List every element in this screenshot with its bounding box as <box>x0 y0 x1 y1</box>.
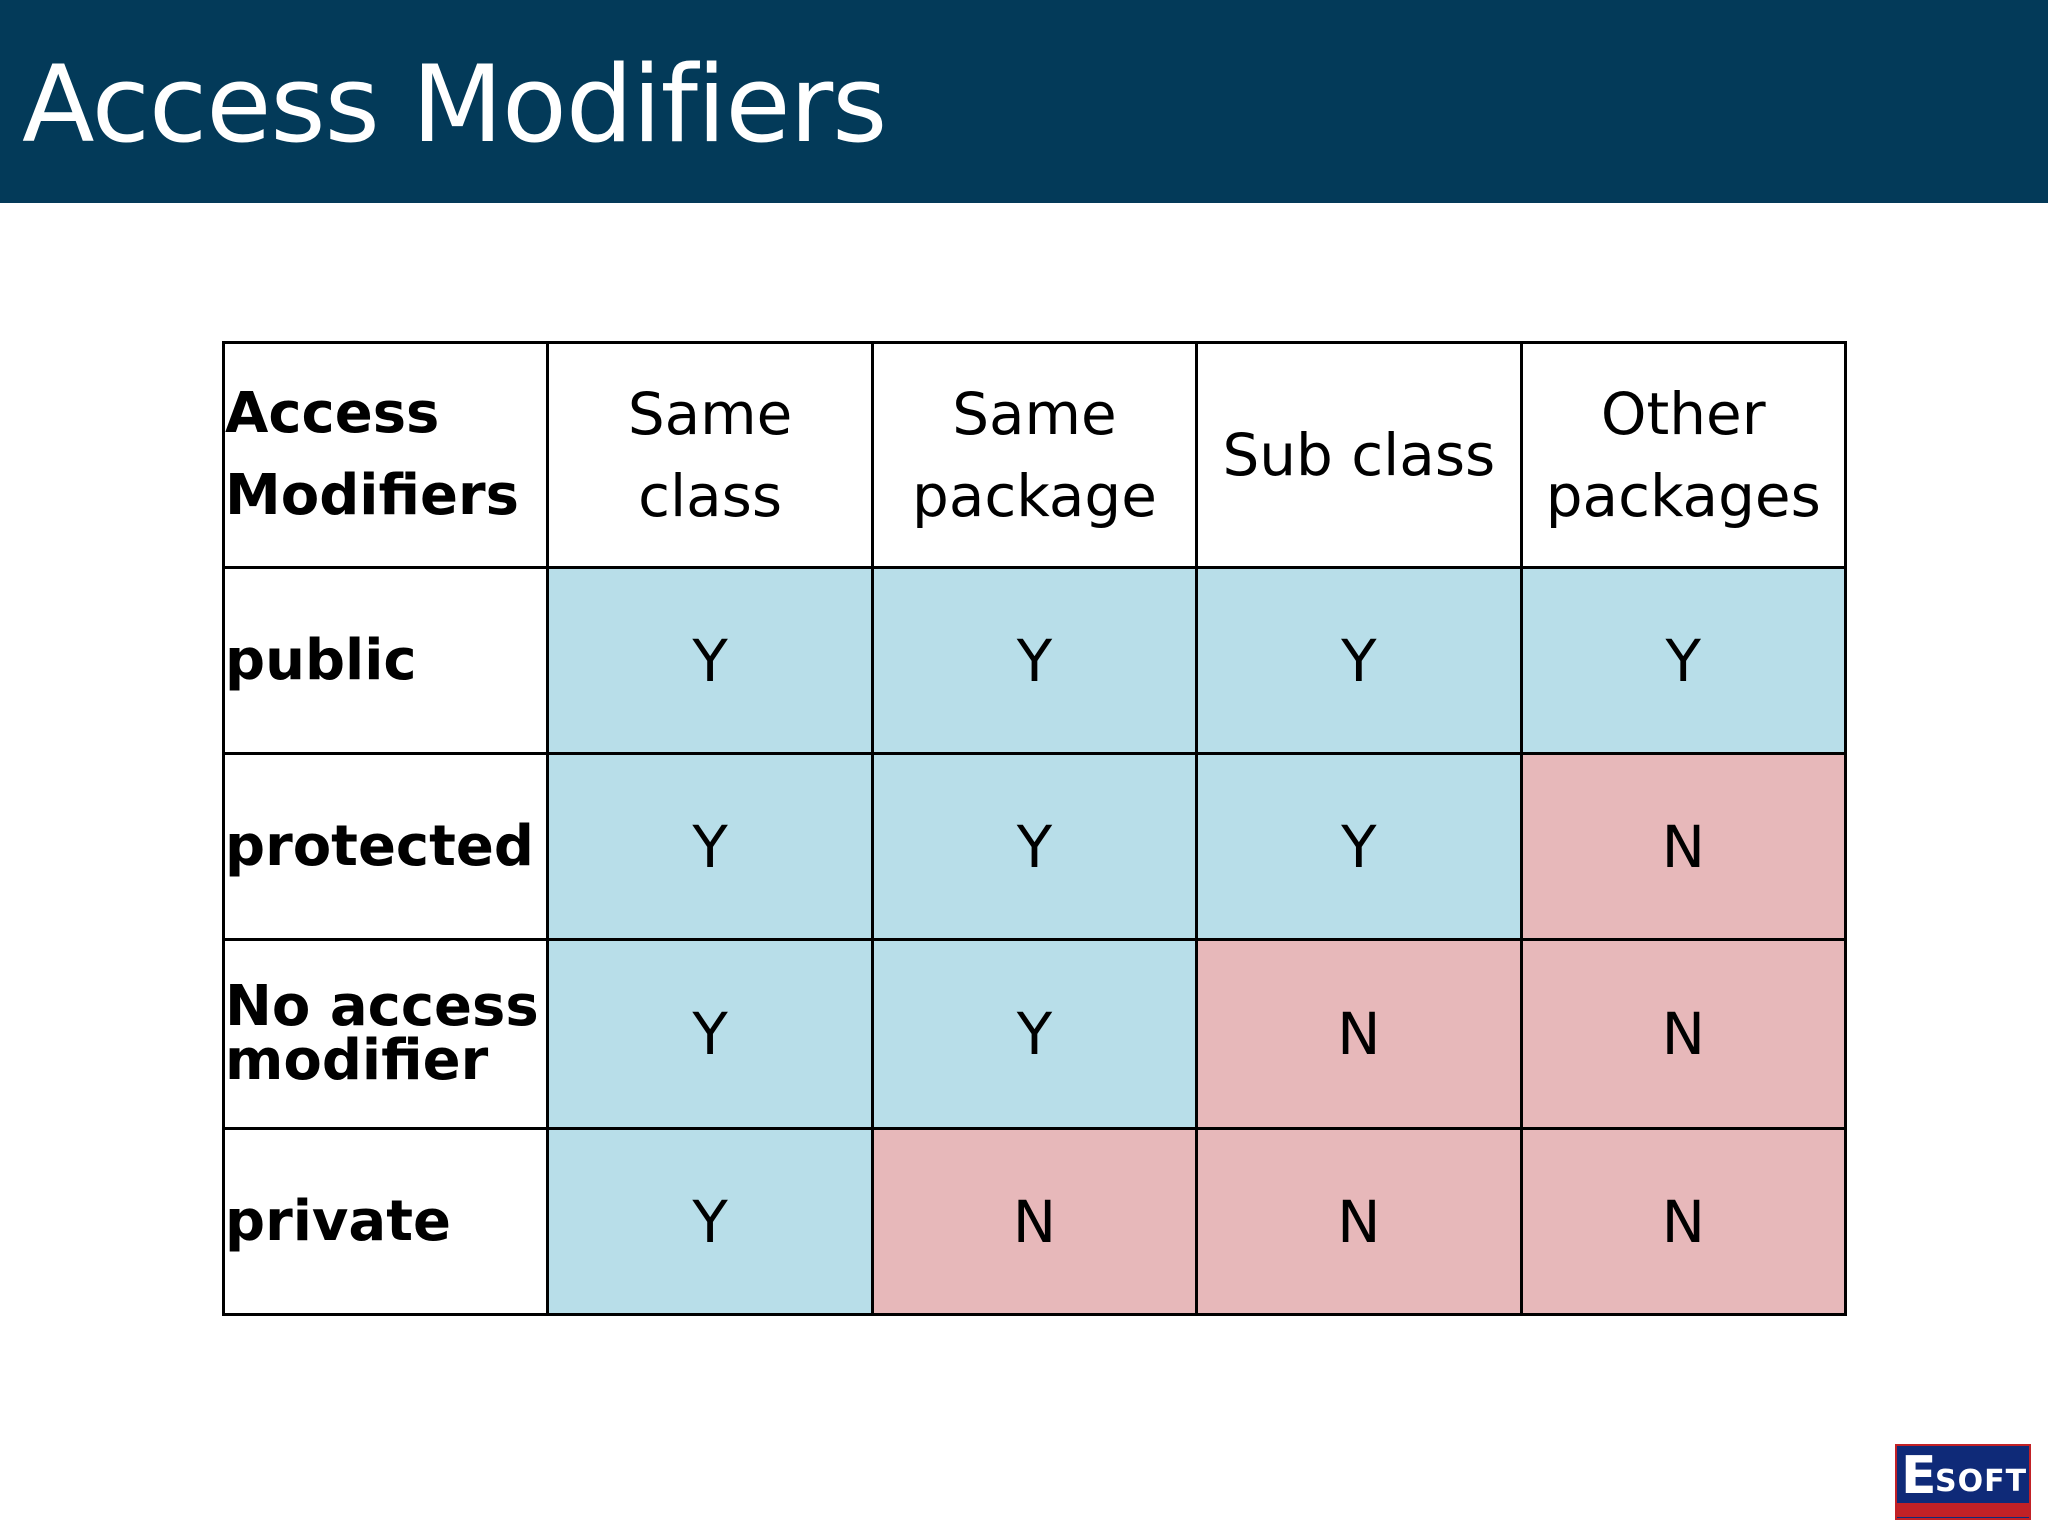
access-cell: N <box>1519 938 1847 1130</box>
esoft-logo: E SOFT <box>1895 1444 2031 1520</box>
table-row-protected: protected Y Y Y N <box>221 752 1847 941</box>
row-header-no-access-modifier: No access modifier <box>221 938 550 1130</box>
header-line: Access <box>225 381 440 446</box>
access-cell: Y <box>870 938 1199 1130</box>
column-header-same-class: Same class <box>546 341 874 569</box>
row-label: No access <box>225 974 539 1039</box>
access-cell: Y <box>546 566 874 755</box>
header-line: class <box>638 462 783 530</box>
row-header-protected: protected <box>221 752 550 941</box>
column-header-sub-class: Sub class <box>1195 341 1523 569</box>
logo-tagline-strip <box>1897 1503 2029 1517</box>
access-cell: Y <box>870 752 1199 941</box>
row-label: private <box>225 1188 451 1254</box>
access-cell: Y <box>1195 566 1523 755</box>
access-cell: Y <box>546 752 874 941</box>
access-cell: Y <box>546 1127 874 1316</box>
slide-title: Access Modifiers <box>22 43 887 166</box>
header-line: package <box>912 462 1157 530</box>
header-line: Other <box>1600 380 1766 448</box>
row-label: modifier <box>225 1028 489 1093</box>
header-line: Same <box>952 380 1117 448</box>
header-line: Sub class <box>1222 421 1496 489</box>
title-bar: Access Modifiers <box>0 0 2048 203</box>
access-cell: N <box>870 1127 1199 1316</box>
header-line: Modifiers <box>225 463 519 528</box>
logo-letter-e: E <box>1901 1446 1937 1506</box>
header-line: packages <box>1545 462 1821 530</box>
row-header-private: private <box>221 1127 550 1316</box>
table-row-no-access-modifier: No access modifier Y Y N N <box>221 938 1847 1130</box>
row-header-public: public <box>221 566 550 755</box>
table-row-private: private Y N N N <box>221 1127 1847 1316</box>
column-header-same-package: Same package <box>870 341 1199 569</box>
row-label: public <box>225 627 417 693</box>
access-cell: N <box>1195 938 1523 1130</box>
access-cell: Y <box>546 938 874 1130</box>
access-modifiers-table: Access Modifiers Same class Same package… <box>221 341 1847 1316</box>
access-cell: N <box>1519 1127 1847 1316</box>
row-label: protected <box>225 813 534 879</box>
column-header-other-packages: Other packages <box>1519 341 1847 569</box>
logo-wordmark: SOFT <box>1935 1464 2028 1499</box>
table-header-row: Access Modifiers Same class Same package… <box>221 341 1847 569</box>
access-cell: N <box>1519 752 1847 941</box>
corner-header: Access Modifiers <box>221 341 550 569</box>
table-row-public: public Y Y Y Y <box>221 566 1847 755</box>
access-cell: N <box>1195 1127 1523 1316</box>
access-cell: Y <box>1519 566 1847 755</box>
header-line: Same <box>627 380 793 448</box>
access-cell: Y <box>1195 752 1523 941</box>
access-cell: Y <box>870 566 1199 755</box>
